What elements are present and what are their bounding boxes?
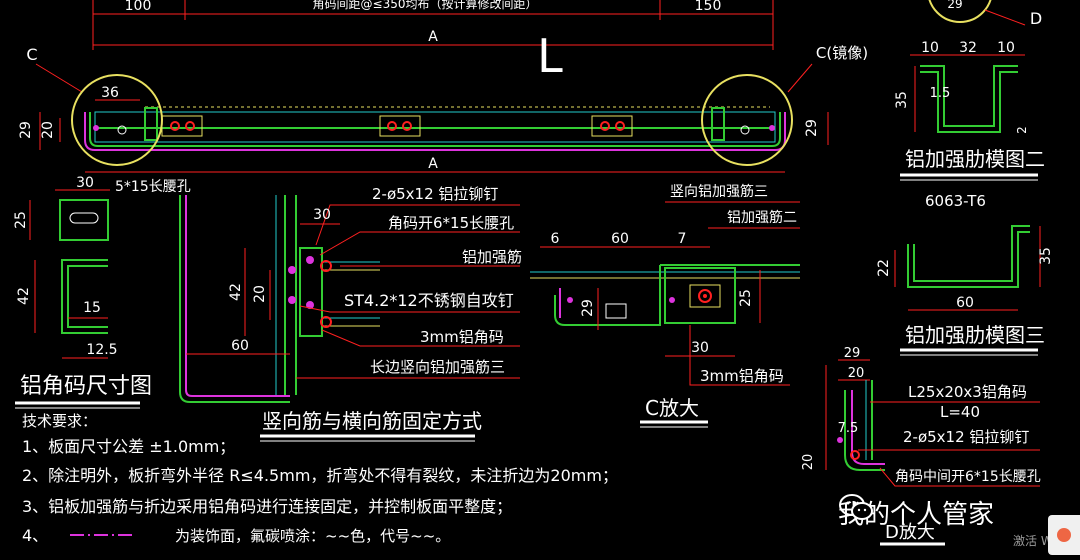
dim-30-c: 30 bbox=[691, 340, 709, 356]
wechat-icon bbox=[839, 494, 873, 520]
label-long-side: 长边竖向铝加强筋三 bbox=[370, 358, 505, 376]
label-slot-d: 角码中间开6*15长腰孔 bbox=[895, 469, 1041, 485]
label-3mm-c: 3mm铝角码 bbox=[700, 367, 784, 385]
dim-29-c: 29 bbox=[580, 299, 596, 317]
circle-29: 29 bbox=[947, 0, 962, 11]
dim-10a: 10 bbox=[921, 40, 939, 56]
dim-29-left: 29 bbox=[18, 121, 34, 139]
notes-line-2: 2、除注明外，板折弯外半径 R≤4.5mm，折弯处不得有裂纹，未注折边为20mm… bbox=[22, 466, 618, 485]
notes-line-4-text: 为装饰面，氟碳喷涂：~~色，代号~~。 bbox=[175, 527, 450, 545]
dim-100: 100 bbox=[125, 0, 152, 14]
d-enlarged-detail: 29 20 L25x20x3铝角码 L=40 7.5 2-ø5x12 铝拉铆钉 … bbox=[801, 346, 1041, 546]
label-rivet-d: 2-ø5x12 铝拉铆钉 bbox=[903, 428, 1029, 446]
dim-25-c: 25 bbox=[738, 289, 754, 307]
label-rivet: 2-ø5x12 铝拉铆钉 bbox=[372, 185, 498, 203]
spacing-note: 角码间距@≤350均布（按计算修改间距） bbox=[313, 0, 538, 11]
badge-icon bbox=[1057, 528, 1071, 542]
d-detail-title: D放大 bbox=[885, 522, 935, 543]
label-3mm-vertical: 3mm铝角码 bbox=[420, 328, 504, 346]
dim-29-d: 29 bbox=[844, 346, 861, 361]
label-vert-3: 竖向铝加强筋三 bbox=[670, 183, 768, 200]
c-detail-title: C放大 bbox=[645, 396, 699, 420]
c-enlarged-detail: 竖向铝加强筋三 铝加强筋二 6 60 7 29 25 30 3mm铝角码 C放大 bbox=[530, 183, 800, 428]
dim-10b: 10 bbox=[997, 40, 1015, 56]
vertical-fix-detail: 2-ø5x12 铝拉铆钉 30 角码开6*15长腰孔 铝加强筋 ST4.2*12… bbox=[179, 185, 522, 442]
label-C-right: C(镜像) bbox=[816, 44, 868, 62]
dim-6: 6 bbox=[551, 231, 560, 247]
dim-20-d: 20 bbox=[848, 366, 865, 381]
dim-35-m3: 35 bbox=[1038, 247, 1054, 265]
label-slot: 角码开6*15长腰孔 bbox=[388, 214, 514, 232]
main-panel-view: C C(镜像) 36 29 bbox=[18, 44, 868, 173]
detail-circle-left bbox=[71, 74, 163, 166]
alloy-label: 6063-T6 bbox=[925, 192, 986, 210]
label-alu-2: 铝加强筋二 bbox=[727, 209, 797, 226]
notes-line-3: 3、铝板加强筋与折边采用铝角码进行连接固定，并控制板面平整度； bbox=[22, 497, 512, 516]
dim-150: 150 bbox=[695, 0, 722, 14]
top-dimension-strip: 100 角码间距@≤350均布（按计算修改间距） 150 A L 29 D bbox=[92, 0, 1042, 83]
dim-29-right: 29 bbox=[804, 119, 820, 137]
dim-60-vertical: 60 bbox=[231, 338, 249, 354]
mould3-title: 铝加强肋模图三 bbox=[905, 323, 1045, 347]
dim-42-vertical: 42 bbox=[228, 283, 244, 301]
dim-60-m3: 60 bbox=[956, 295, 974, 311]
dim-20-vertical: 20 bbox=[252, 285, 268, 303]
mould-drawing-3: 22 35 60 铝加强肋模图三 bbox=[876, 225, 1054, 356]
mould-drawing-2: 10 32 10 35 1.5 2 铝加强肋模图二 6063-T6 bbox=[894, 40, 1045, 210]
label-D: D bbox=[1030, 9, 1042, 28]
dim-36: 36 bbox=[101, 85, 119, 101]
label-screw: ST4.2*12不锈钢自攻钉 bbox=[344, 291, 514, 310]
dim-22: 22 bbox=[876, 259, 892, 277]
notification-badge[interactable] bbox=[1048, 515, 1080, 555]
dim-7-5: 7.5 bbox=[838, 421, 859, 436]
dim-42: 42 bbox=[16, 287, 32, 305]
technical-notes: 技术要求： 1、板面尺寸公差 ±1.0mm； 2、除注明外，板折弯外半径 R≤4… bbox=[22, 412, 618, 545]
label-stiffener: 铝加强筋 bbox=[462, 248, 522, 266]
dim-7: 7 bbox=[678, 231, 687, 247]
dim-30-vertical: 30 bbox=[313, 207, 331, 223]
dim-15: 15 bbox=[83, 300, 101, 316]
dim-35-m2: 35 bbox=[894, 91, 910, 109]
label-L40: L=40 bbox=[940, 403, 980, 421]
slot-label: 5*15长腰孔 bbox=[115, 179, 191, 195]
dim-32: 32 bbox=[959, 40, 977, 56]
dim-A-bottom: A bbox=[428, 156, 438, 172]
dim-1-5: 1.5 bbox=[930, 86, 951, 101]
notes-line-1: 1、板面尺寸公差 ±1.0mm； bbox=[22, 437, 235, 456]
label-angle: L25x20x3铝角码 bbox=[908, 383, 1027, 401]
dim-60-c: 60 bbox=[611, 231, 629, 247]
dim-A-top: A bbox=[428, 29, 438, 45]
dim-20-d-side: 20 bbox=[801, 454, 816, 471]
dim-20-left: 20 bbox=[40, 121, 56, 139]
angle-bracket-drawing: 30 5*15长腰孔 25 42 15 12.5 铝角码尺寸图 bbox=[13, 175, 191, 409]
dim-2: 2 bbox=[1015, 126, 1029, 134]
bracket-title: 铝角码尺寸图 bbox=[20, 374, 152, 399]
mould2-title: 铝加强肋模图二 bbox=[905, 147, 1045, 171]
activate-text: 激活 W bbox=[1013, 534, 1053, 548]
notes-line-4-num: 4、 bbox=[22, 526, 48, 545]
notes-heading: 技术要求： bbox=[22, 412, 97, 430]
dim-30-bracket: 30 bbox=[76, 175, 94, 191]
vertical-fix-title: 竖向筋与横向筋固定方式 bbox=[262, 409, 482, 433]
dim-25: 25 bbox=[13, 211, 29, 229]
big-L: L bbox=[537, 29, 563, 83]
label-C-left: C bbox=[26, 45, 37, 64]
dim-12-5: 12.5 bbox=[86, 342, 117, 358]
detail-circle-D bbox=[928, 0, 992, 23]
watermark: 我的个人管家 bbox=[838, 492, 1048, 532]
detail-circle-right bbox=[701, 74, 793, 166]
